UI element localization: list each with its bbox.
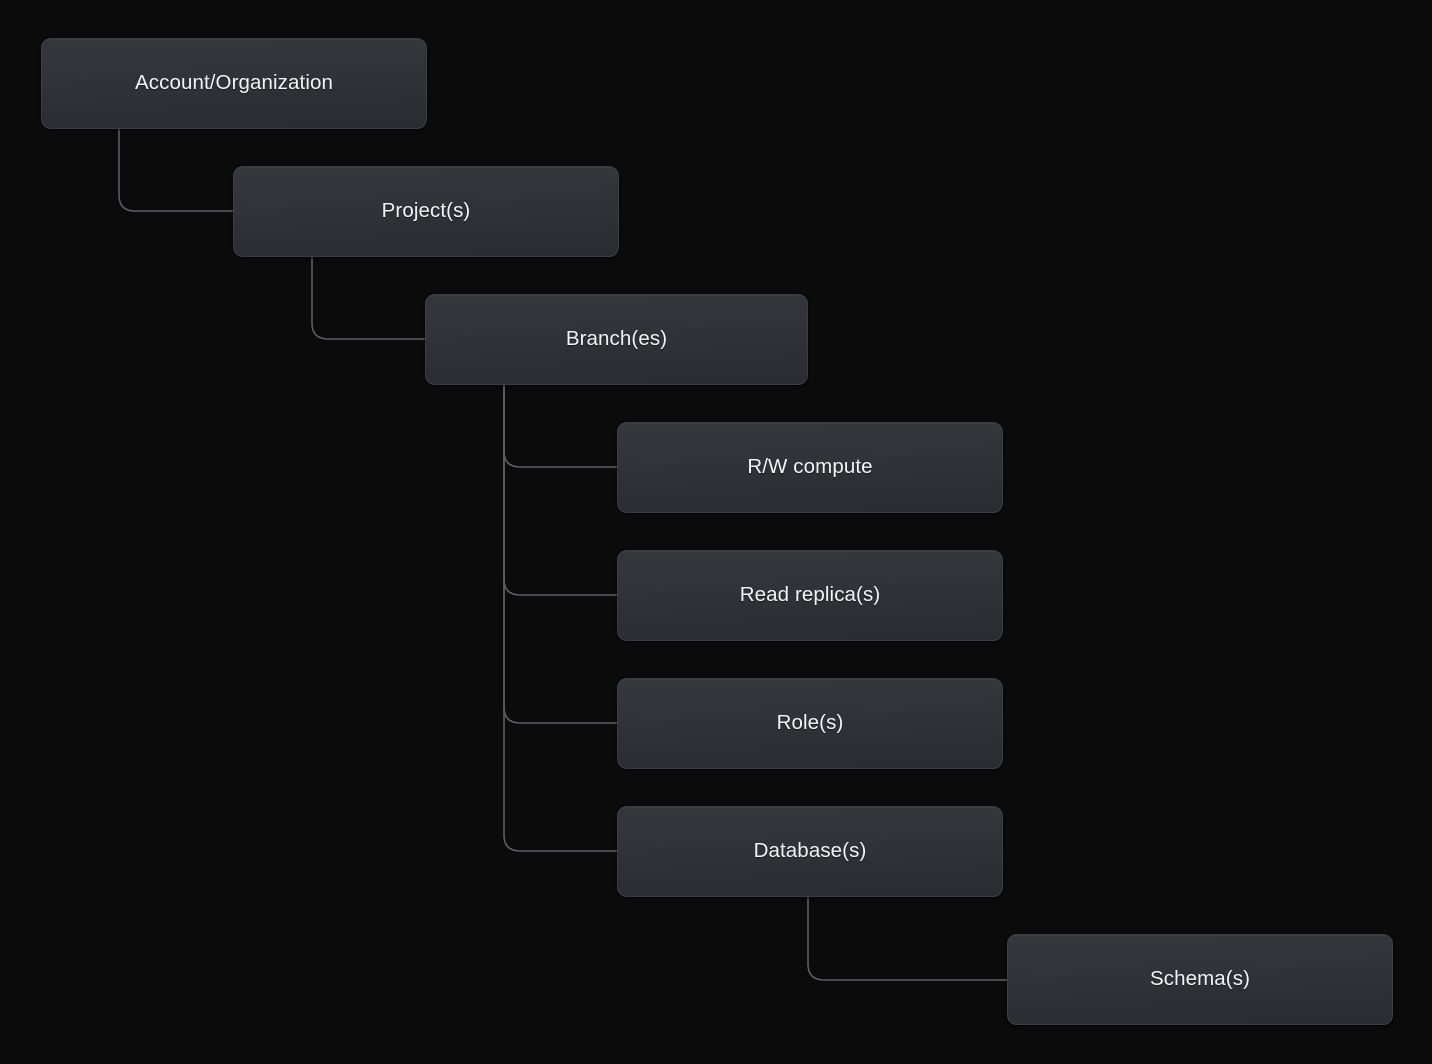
node-role[interactable]: Role(s) — [617, 678, 1003, 769]
node-label-role: Role(s) — [776, 711, 844, 735]
edge-branch-rwcompute — [503, 384, 618, 468]
edge-branch-role — [503, 384, 618, 724]
node-project[interactable]: Project(s) — [233, 166, 619, 257]
edge-branch-database — [503, 384, 618, 852]
node-label-branch: Branch(es) — [565, 327, 668, 351]
node-branch[interactable]: Branch(es) — [425, 294, 808, 385]
node-label-rw-compute: R/W compute — [747, 455, 873, 479]
node-database[interactable]: Database(s) — [617, 806, 1003, 897]
node-label-project: Project(s) — [381, 199, 471, 223]
node-schema[interactable]: Schema(s) — [1007, 934, 1393, 1025]
node-rw-compute[interactable]: R/W compute — [617, 422, 1003, 513]
edge-branch-readreplica — [503, 384, 618, 596]
edge-account-project — [118, 128, 234, 212]
node-label-account: Account/Organization — [134, 71, 333, 95]
edge-database-schema — [807, 896, 1008, 981]
node-label-read-replica: Read replica(s) — [739, 583, 881, 607]
node-label-database: Database(s) — [753, 839, 867, 863]
node-read-replica[interactable]: Read replica(s) — [617, 550, 1003, 641]
node-account[interactable]: Account/Organization — [41, 38, 427, 129]
node-label-schema: Schema(s) — [1149, 967, 1250, 991]
edge-project-branch — [311, 256, 426, 340]
